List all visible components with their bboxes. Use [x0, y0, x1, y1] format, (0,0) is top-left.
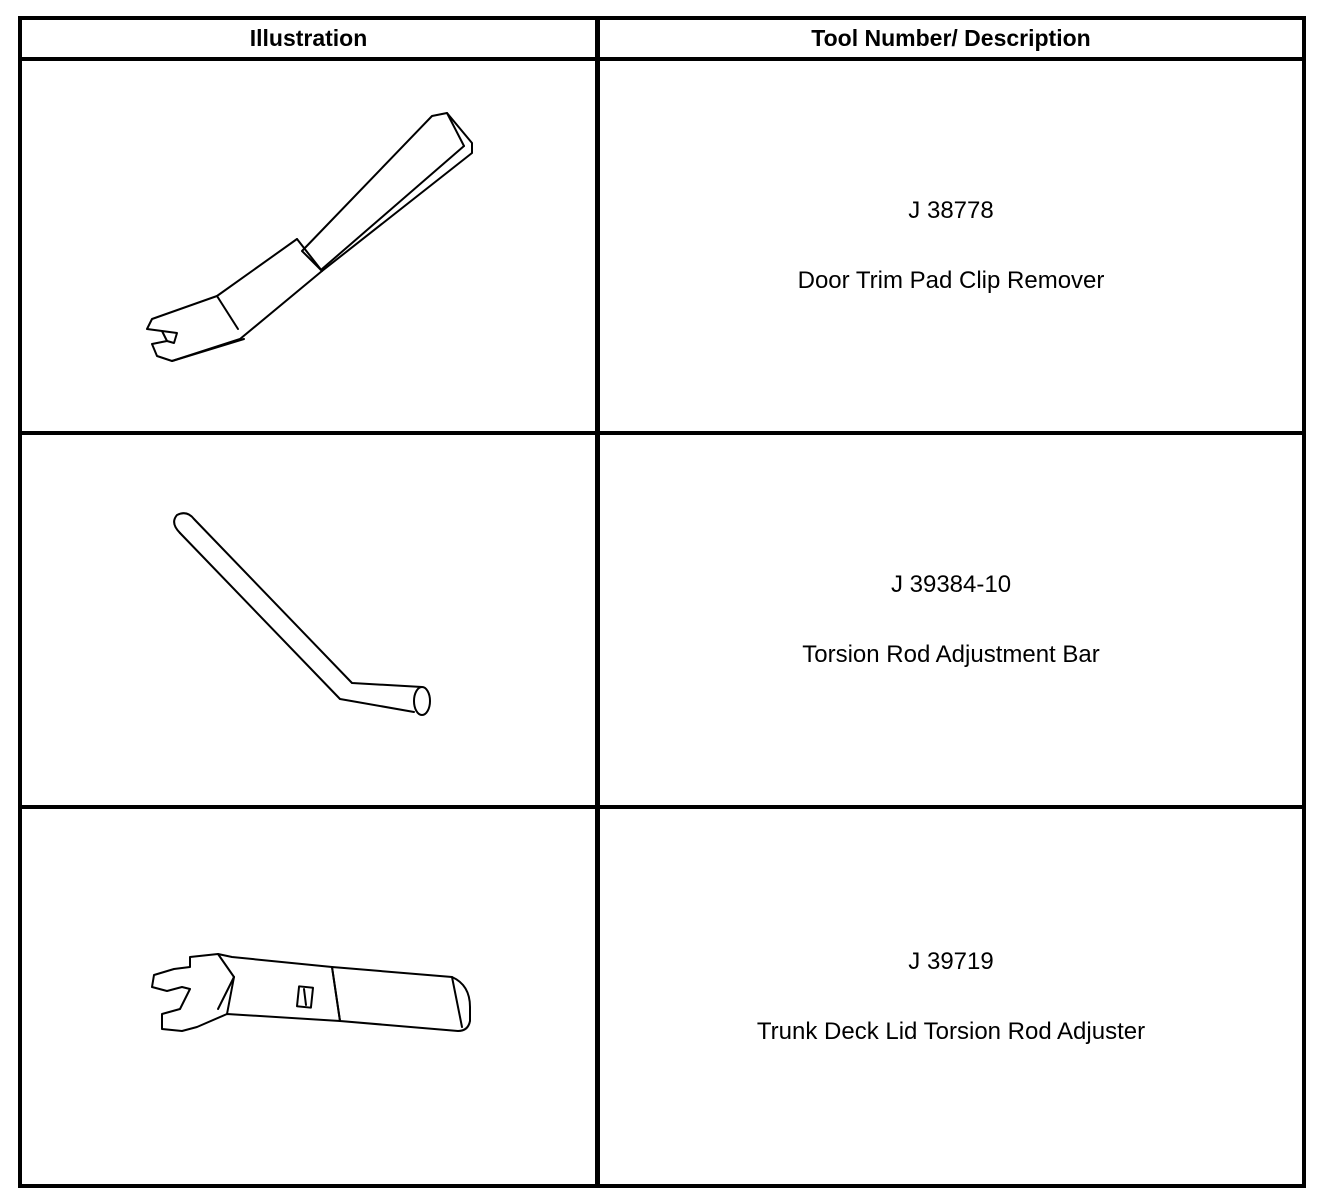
- table-border-right: [1302, 16, 1306, 1188]
- table-row-3-illustration: [22, 809, 595, 1184]
- table-row-1-description: J 38778 Door Trim Pad Clip Remover: [600, 61, 1302, 431]
- table-row-2-illustration: [22, 435, 595, 805]
- table-border-top: [18, 16, 1306, 20]
- table-row-3-description: J 39719 Trunk Deck Lid Torsion Rod Adjus…: [600, 809, 1302, 1184]
- tool-number: J 39384-10: [890, 571, 1012, 598]
- table-row-2-description: J 39384-10 Torsion Rod Adjustment Bar: [600, 435, 1302, 805]
- header-illustration: Illustration: [249, 24, 368, 51]
- tool-description: Trunk Deck Lid Torsion Rod Adjuster: [756, 1017, 1146, 1045]
- tool-number: J 38778: [908, 197, 994, 224]
- table-border-left: [18, 16, 22, 1188]
- table-row-1-illustration: [22, 61, 595, 431]
- column-divider: [595, 16, 600, 1188]
- forked-adjuster-icon: [151, 953, 471, 1032]
- tool-table: Illustration Tool Number/ Description J …: [18, 16, 1306, 1188]
- tool-description: Torsion Rod Adjustment Bar: [802, 641, 1100, 668]
- row-divider-2: [18, 805, 1306, 809]
- tool-number: J 39719: [908, 947, 994, 975]
- tool-description: Door Trim Pad Clip Remover: [797, 267, 1105, 294]
- header-divider: [18, 57, 1306, 61]
- bent-rod-icon: [173, 512, 431, 716]
- row-divider-1: [18, 431, 1306, 435]
- table-border-bottom: [18, 1184, 1306, 1188]
- clip-remover-icon: [146, 112, 473, 362]
- header-tool-description: Tool Number/ Description: [811, 24, 1091, 51]
